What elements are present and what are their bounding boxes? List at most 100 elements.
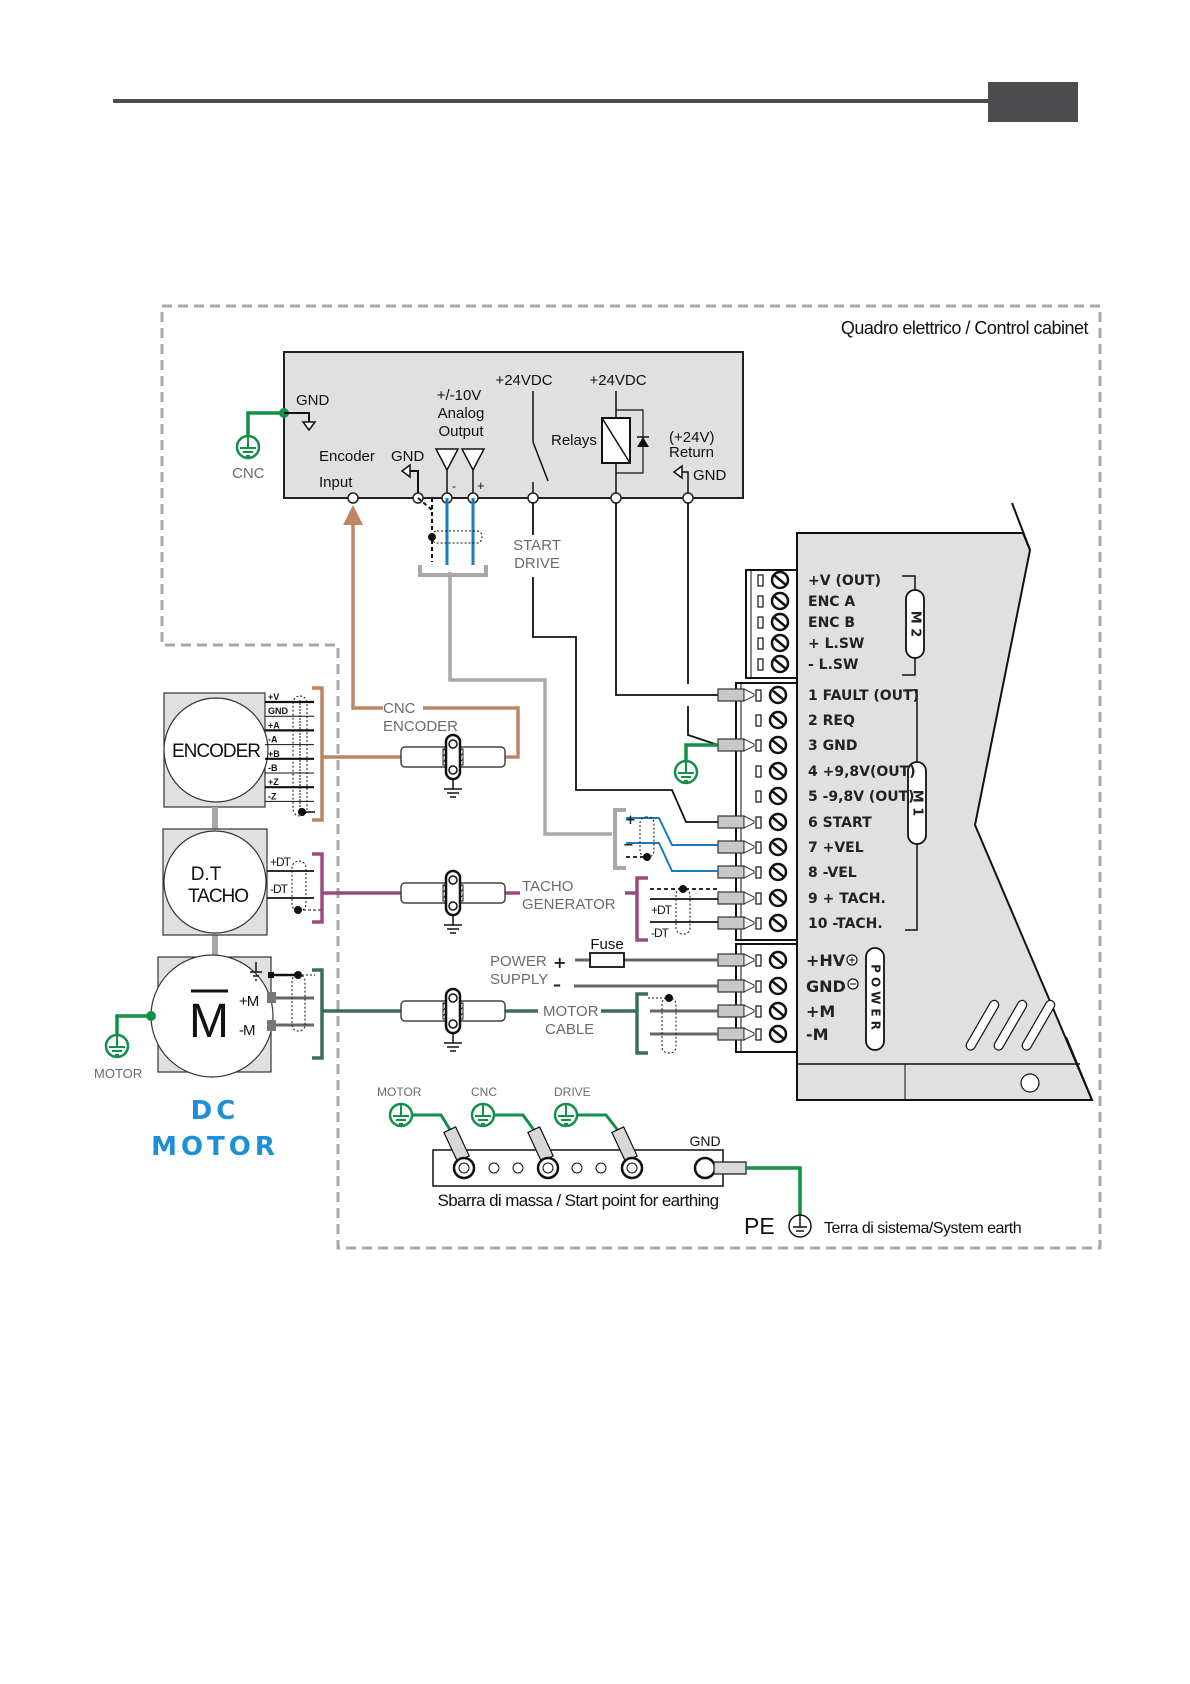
terminal-screw-icon[interactable] <box>768 862 788 882</box>
tacho-generator-label-1: TACHO <box>522 878 573 895</box>
m2-terminal-label: +V (OUT) <box>808 573 881 589</box>
encoder-label: ENCODER <box>172 741 260 762</box>
cabinet-title: Quadro elettrico / Control cabinet <box>841 318 1089 338</box>
terminal-screw-icon[interactable] <box>768 786 788 806</box>
svg-text:+: + <box>477 478 485 493</box>
return-wire <box>687 706 719 746</box>
power-terminal-label: GND <box>806 977 846 996</box>
power-supply: POWER SUPPLY + – Fuse <box>490 936 718 994</box>
terminal-screw-icon[interactable] <box>768 1001 788 1021</box>
tacho-pin-minus: -DT <box>270 882 289 896</box>
earth-ground-icon <box>553 1102 579 1128</box>
start-wire <box>532 577 718 823</box>
wire-ferrule-icon <box>717 916 755 930</box>
wire-ferrule-icon <box>717 891 755 905</box>
cnc-box <box>283 351 744 499</box>
terminal-screw-icon[interactable] <box>770 612 790 632</box>
cnc-encoder-label-1: CNC <box>383 700 416 717</box>
terminal-screw-icon[interactable] <box>770 570 790 590</box>
encoder-pin-label: -B <box>268 763 278 773</box>
bar-gnd-screw-icon <box>693 1156 717 1180</box>
terminal-screw-icon[interactable] <box>768 976 788 996</box>
encoder-arrow-icon <box>343 505 363 525</box>
terminal-screw-icon[interactable] <box>768 1024 788 1044</box>
terminal-screw-icon[interactable] <box>768 735 788 755</box>
terminal-screw-icon[interactable] <box>768 837 788 857</box>
vel-plus-label: + <box>625 813 636 828</box>
terminal-screw-icon[interactable] <box>768 913 788 933</box>
terminal-screw-icon[interactable] <box>768 710 788 730</box>
m2-terminal-label: ENC B <box>808 615 855 631</box>
header-rule <box>113 99 993 103</box>
diode-icon <box>637 437 649 447</box>
vdc-label-2: +24VDC <box>589 372 646 389</box>
motor-pin-minus: -M <box>239 1022 255 1039</box>
m2-terminal-label: ENC A <box>808 594 855 610</box>
terminal-screw-icon[interactable] <box>770 591 790 611</box>
m1-terminal-label: 8 -VEL <box>808 865 857 881</box>
motor-pin-plus: +M <box>239 993 259 1010</box>
fault-wire <box>615 503 718 696</box>
terminal-screw-icon[interactable] <box>768 685 788 705</box>
m1-terminal-label: 3 GND <box>808 738 857 754</box>
gnd-icon <box>301 421 317 432</box>
encoder-pin-label: -Z <box>268 791 277 801</box>
vel-minus-label: − <box>623 838 634 853</box>
wire-ferrule-icon <box>717 953 755 967</box>
m1-label: M 1 <box>910 790 925 817</box>
analog-output-label-3: Output <box>438 423 484 440</box>
wire-ferrule-icon <box>717 1004 755 1018</box>
power-label: POWER <box>869 964 883 1034</box>
motor-ground-icon <box>104 1033 130 1059</box>
fuse-icon <box>589 952 625 968</box>
wire-ferrule-icon <box>717 1027 755 1041</box>
motor-cable-clamp-icon <box>399 987 507 1053</box>
earth-ground-icon <box>388 1102 414 1128</box>
terminal-screw-icon[interactable] <box>768 812 788 832</box>
return-label-1: (+24V) <box>669 429 714 446</box>
m1-terminal-label: 2 REQ <box>808 713 855 729</box>
start-drive-label-2: DRIVE <box>514 555 560 572</box>
amp-minus-icon <box>434 448 460 472</box>
tacho-label-2: TACHO <box>188 886 248 907</box>
dc-motor-title-1: DC <box>191 1096 240 1126</box>
start-drive-label-1: START <box>513 537 561 554</box>
drive-gnd-icon <box>673 759 699 785</box>
terminal-screw-icon[interactable] <box>768 761 788 781</box>
wire-ferrule-icon <box>717 815 755 829</box>
terminal-screw-icon[interactable] <box>768 888 788 908</box>
power-supply-minus: – <box>553 975 561 994</box>
encoder-input-label-1: Encoder <box>319 448 375 465</box>
m1-terminal-label: 9 + TACH. <box>808 891 886 907</box>
m1-terminal-label: 4 +9,8V(OUT) <box>808 764 916 780</box>
m2-terminal-label: + L.SW <box>808 636 864 652</box>
terminal-screw-icon[interactable] <box>770 633 790 653</box>
terminal-screw-icon[interactable] <box>768 950 788 970</box>
earthing-bar-label: Sbarra di massa / Start point for earthi… <box>438 1191 719 1210</box>
drive-tacho-minus: -DT <box>651 926 670 940</box>
power-terminal-label: -M <box>806 1025 829 1044</box>
wire-ferrule-icon <box>717 840 755 854</box>
cnc-controller: CNC GND Encoder Input GND +/-10V Analog … <box>232 351 744 504</box>
wire-ferrule-icon <box>717 979 755 993</box>
earth-ground-label: MOTOR <box>377 1085 422 1099</box>
m1-terminal-label: 5 -9,8V (OUT) <box>808 789 915 805</box>
encoder-pin-label: +Z <box>268 777 279 787</box>
terminal-screw-icon[interactable] <box>770 654 790 674</box>
encoder-pin-label: +V <box>268 692 279 702</box>
power-terminal-label: +M <box>806 1002 835 1021</box>
motor-symbol: M <box>189 995 229 1048</box>
tacho-generator-label-2: GENERATOR <box>522 896 616 913</box>
m1-terminal-label: 1 FAULT (OUT) <box>808 688 919 704</box>
wire-ferrule-icon <box>717 738 755 752</box>
tacho-pin-plus: +DT <box>270 855 292 869</box>
power-terminal-label: +HV <box>806 951 846 970</box>
m2-terminal-label: - L.SW <box>808 657 858 673</box>
page-header <box>113 82 1078 122</box>
tacho-cable-clamp-icon <box>399 869 507 935</box>
encoder-pin-label: GND <box>268 706 289 716</box>
tacho-block: D.T TACHO +DT -DT TACHO GENERATOR +DT -D… <box>162 828 718 942</box>
m1-terminal-label: 6 START <box>808 815 872 831</box>
